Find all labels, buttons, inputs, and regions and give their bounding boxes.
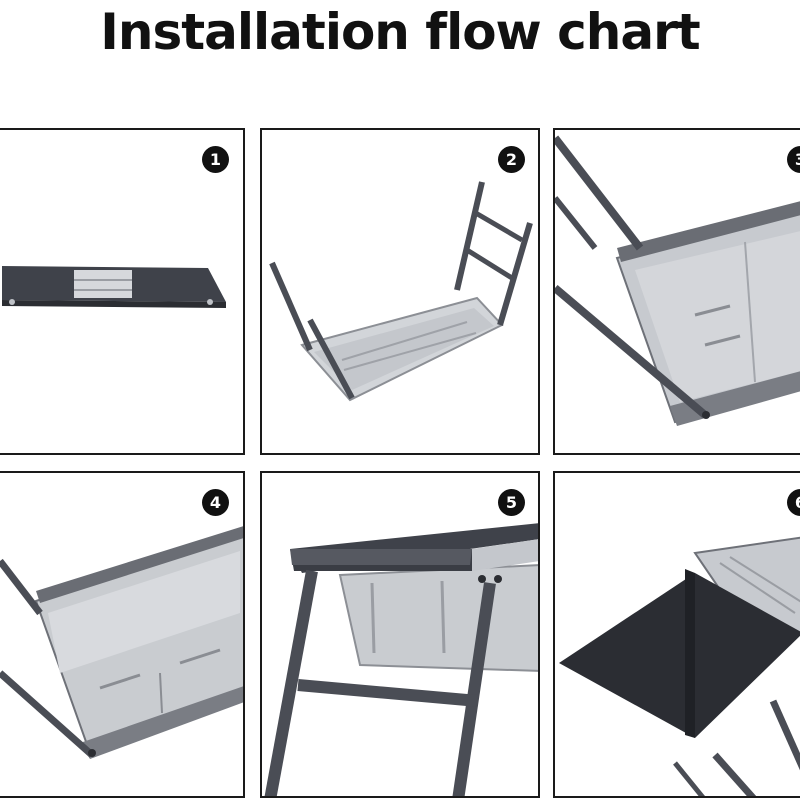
- step-number-badge: 1: [202, 146, 229, 173]
- step-number-badge: 4: [202, 489, 229, 516]
- step-4-panel: 4: [0, 471, 245, 798]
- step-2-panel: 2: [260, 128, 540, 455]
- insert-charcoal-tray-icon: [0, 473, 245, 798]
- mount-grate-icon: [262, 473, 540, 798]
- step-number-badge: 2: [498, 146, 525, 173]
- step-6-panel: 6: [553, 471, 800, 798]
- attach-side-panel-icon: [555, 130, 800, 455]
- attach-side-table-icon: [555, 473, 800, 798]
- step-number-badge: 5: [498, 489, 525, 516]
- unfolded-legs-icon: [262, 130, 540, 455]
- step-3-panel: 3: [553, 128, 800, 455]
- page-title: Installation flow chart: [0, 0, 800, 70]
- folded-grill-icon: [0, 130, 245, 455]
- step-5-panel: 5: [260, 471, 540, 798]
- step-1-panel: 1: [0, 128, 245, 455]
